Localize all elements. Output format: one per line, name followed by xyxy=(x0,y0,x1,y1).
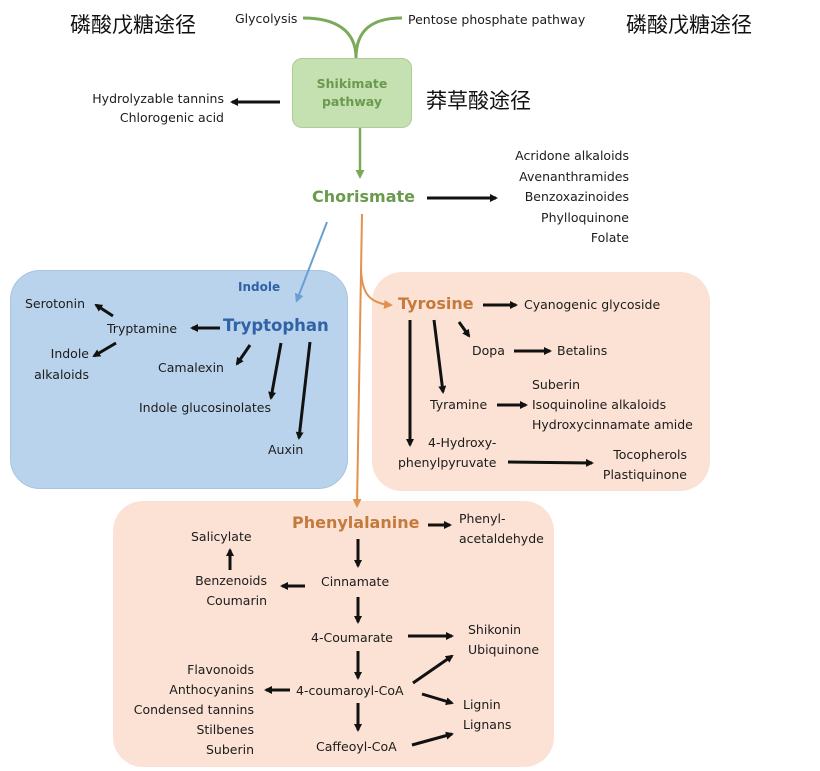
hydroxyphenylpyruvate-node: 4-Hydroxy- phenylpyruvate xyxy=(398,433,496,473)
pentose-connector xyxy=(354,16,403,59)
tryptophan-branch-box xyxy=(10,270,348,489)
indole-label: Indole xyxy=(238,280,281,294)
product-stilbenes: Stilbenes xyxy=(196,722,254,737)
indole-glucosinolates-node: Indole glucosinolates xyxy=(139,400,271,415)
coumaroyl-coa-node: 4-coumaroyl-CoA xyxy=(296,683,404,698)
phenylacetaldehyde-line2: acetaldehyde xyxy=(459,531,544,546)
product-shikonin: Shikonin xyxy=(468,622,522,637)
tyramine-node: Tyramine xyxy=(430,397,488,412)
dopa-node: Dopa xyxy=(472,343,505,358)
flavonoids-node: Flavonoids Anthocyanins Condensed tannin… xyxy=(134,660,254,760)
pentose-phosphate-label: Pentose phosphate pathway xyxy=(408,12,586,27)
product-lignans: Lignans xyxy=(463,717,512,732)
product-suberin-phe: Suberin xyxy=(205,742,254,757)
product-plastiquinone: Plastiquinone xyxy=(602,467,687,482)
product-avenanthramides: Avenanthramides xyxy=(519,168,629,184)
caffeoyl-coa-node: Caffeoyl-CoA xyxy=(316,739,397,754)
product-lignin: Lignin xyxy=(463,697,501,712)
shikimate-line1: Shikimate xyxy=(316,76,388,91)
shikimate-products: Hydrolyzable tannins Chlorogenic acid xyxy=(92,89,224,127)
tocopherols-node: Tocopherols Plastiquinone xyxy=(603,445,687,485)
tyrosine-branch-box xyxy=(372,272,710,491)
product-condensed-tannins: Condensed tannins xyxy=(133,702,254,717)
lignin-node: Lignin Lignans xyxy=(463,695,511,735)
benzenoids-node: Benzenoids Coumarin xyxy=(195,571,267,611)
indole-alkaloids-node: Indole alkaloids xyxy=(34,343,89,385)
salicylate-node: Salicylate xyxy=(191,529,252,544)
phenylalanine-branch-box xyxy=(113,501,554,767)
product-benzoxazinoides: Benzoxazinoides xyxy=(524,189,629,204)
hpp-line2: phenylpyruvate xyxy=(398,455,497,470)
cyanogenic-glycoside-node: Cyanogenic glycoside xyxy=(524,297,661,312)
coumarate-node: 4-Coumarate xyxy=(311,630,393,645)
product-tocopherols: Tocopherols xyxy=(613,447,687,462)
shikimate-annotation: 莽草酸途径 xyxy=(426,89,531,113)
hpp-line1: 4-Hydroxy- xyxy=(428,435,497,450)
benzenoids-line: Benzenoids xyxy=(195,573,267,588)
product-phylloquinone: Phylloquinone xyxy=(541,209,629,225)
auxin-node: Auxin xyxy=(268,442,304,457)
ppp-annotation-left: 磷酸戊糖途径 xyxy=(70,13,196,37)
phenylacetaldehyde-line1: Phenyl- xyxy=(459,511,506,526)
chorismate-node: Chorismate xyxy=(312,187,415,206)
product-chlorogenic-acid: Chlorogenic acid xyxy=(119,110,224,125)
product-hydroxycinnamate-amide: Hydroxycinnamate amide xyxy=(532,417,693,432)
tyrosine-node: Tyrosine xyxy=(398,294,474,313)
phenylacetaldehyde-node: Phenyl- acetaldehyde xyxy=(459,509,544,549)
tryptamine-node: Tryptamine xyxy=(107,321,178,336)
shikimate-pathway-node: Shikimate pathway xyxy=(292,58,412,128)
cinnamate-node: Cinnamate xyxy=(321,574,390,589)
indole-alkaloids-line2: alkaloids xyxy=(34,367,89,382)
glycolysis-label: Glycolysis xyxy=(235,11,298,26)
tryptophan-node: Tryptophan xyxy=(223,316,329,335)
chorismate-products: Acridone alkaloids Avenanthramides Benzo… xyxy=(515,146,629,249)
indole-alkaloids-line1: Indole xyxy=(50,346,89,361)
camalexin-node: Camalexin xyxy=(158,360,224,375)
shikimate-line2: pathway xyxy=(321,94,382,109)
coumarin-line: Coumarin xyxy=(206,593,267,608)
ppp-annotation-right: 磷酸戊糖途径 xyxy=(626,13,752,37)
product-flavonoids: Flavonoids xyxy=(187,662,254,677)
shikonin-node: Shikonin Ubiquinone xyxy=(468,620,539,660)
product-ubiquinone: Ubiquinone xyxy=(468,642,540,657)
product-anthocyanins: Anthocyanins xyxy=(169,682,254,697)
glycolysis-connector xyxy=(302,16,358,59)
tyramine-products: Suberin Isoquinoline alkaloids Hydroxyci… xyxy=(532,375,693,435)
chorismate-to-phenylalanine-arrow xyxy=(352,213,363,508)
product-acridone-alkaloids: Acridone alkaloids xyxy=(515,148,629,163)
product-hydrolyzable-tannins: Hydrolyzable tannins xyxy=(92,91,224,106)
product-suberin: Suberin xyxy=(532,377,581,392)
phenylalanine-node: Phenylalanine xyxy=(292,513,420,532)
betalins-node: Betalins xyxy=(557,343,608,358)
product-isoquinoline-alkaloids: Isoquinoline alkaloids xyxy=(532,397,667,412)
serotonin-node: Serotonin xyxy=(25,296,86,311)
product-folate: Folate xyxy=(590,230,629,245)
